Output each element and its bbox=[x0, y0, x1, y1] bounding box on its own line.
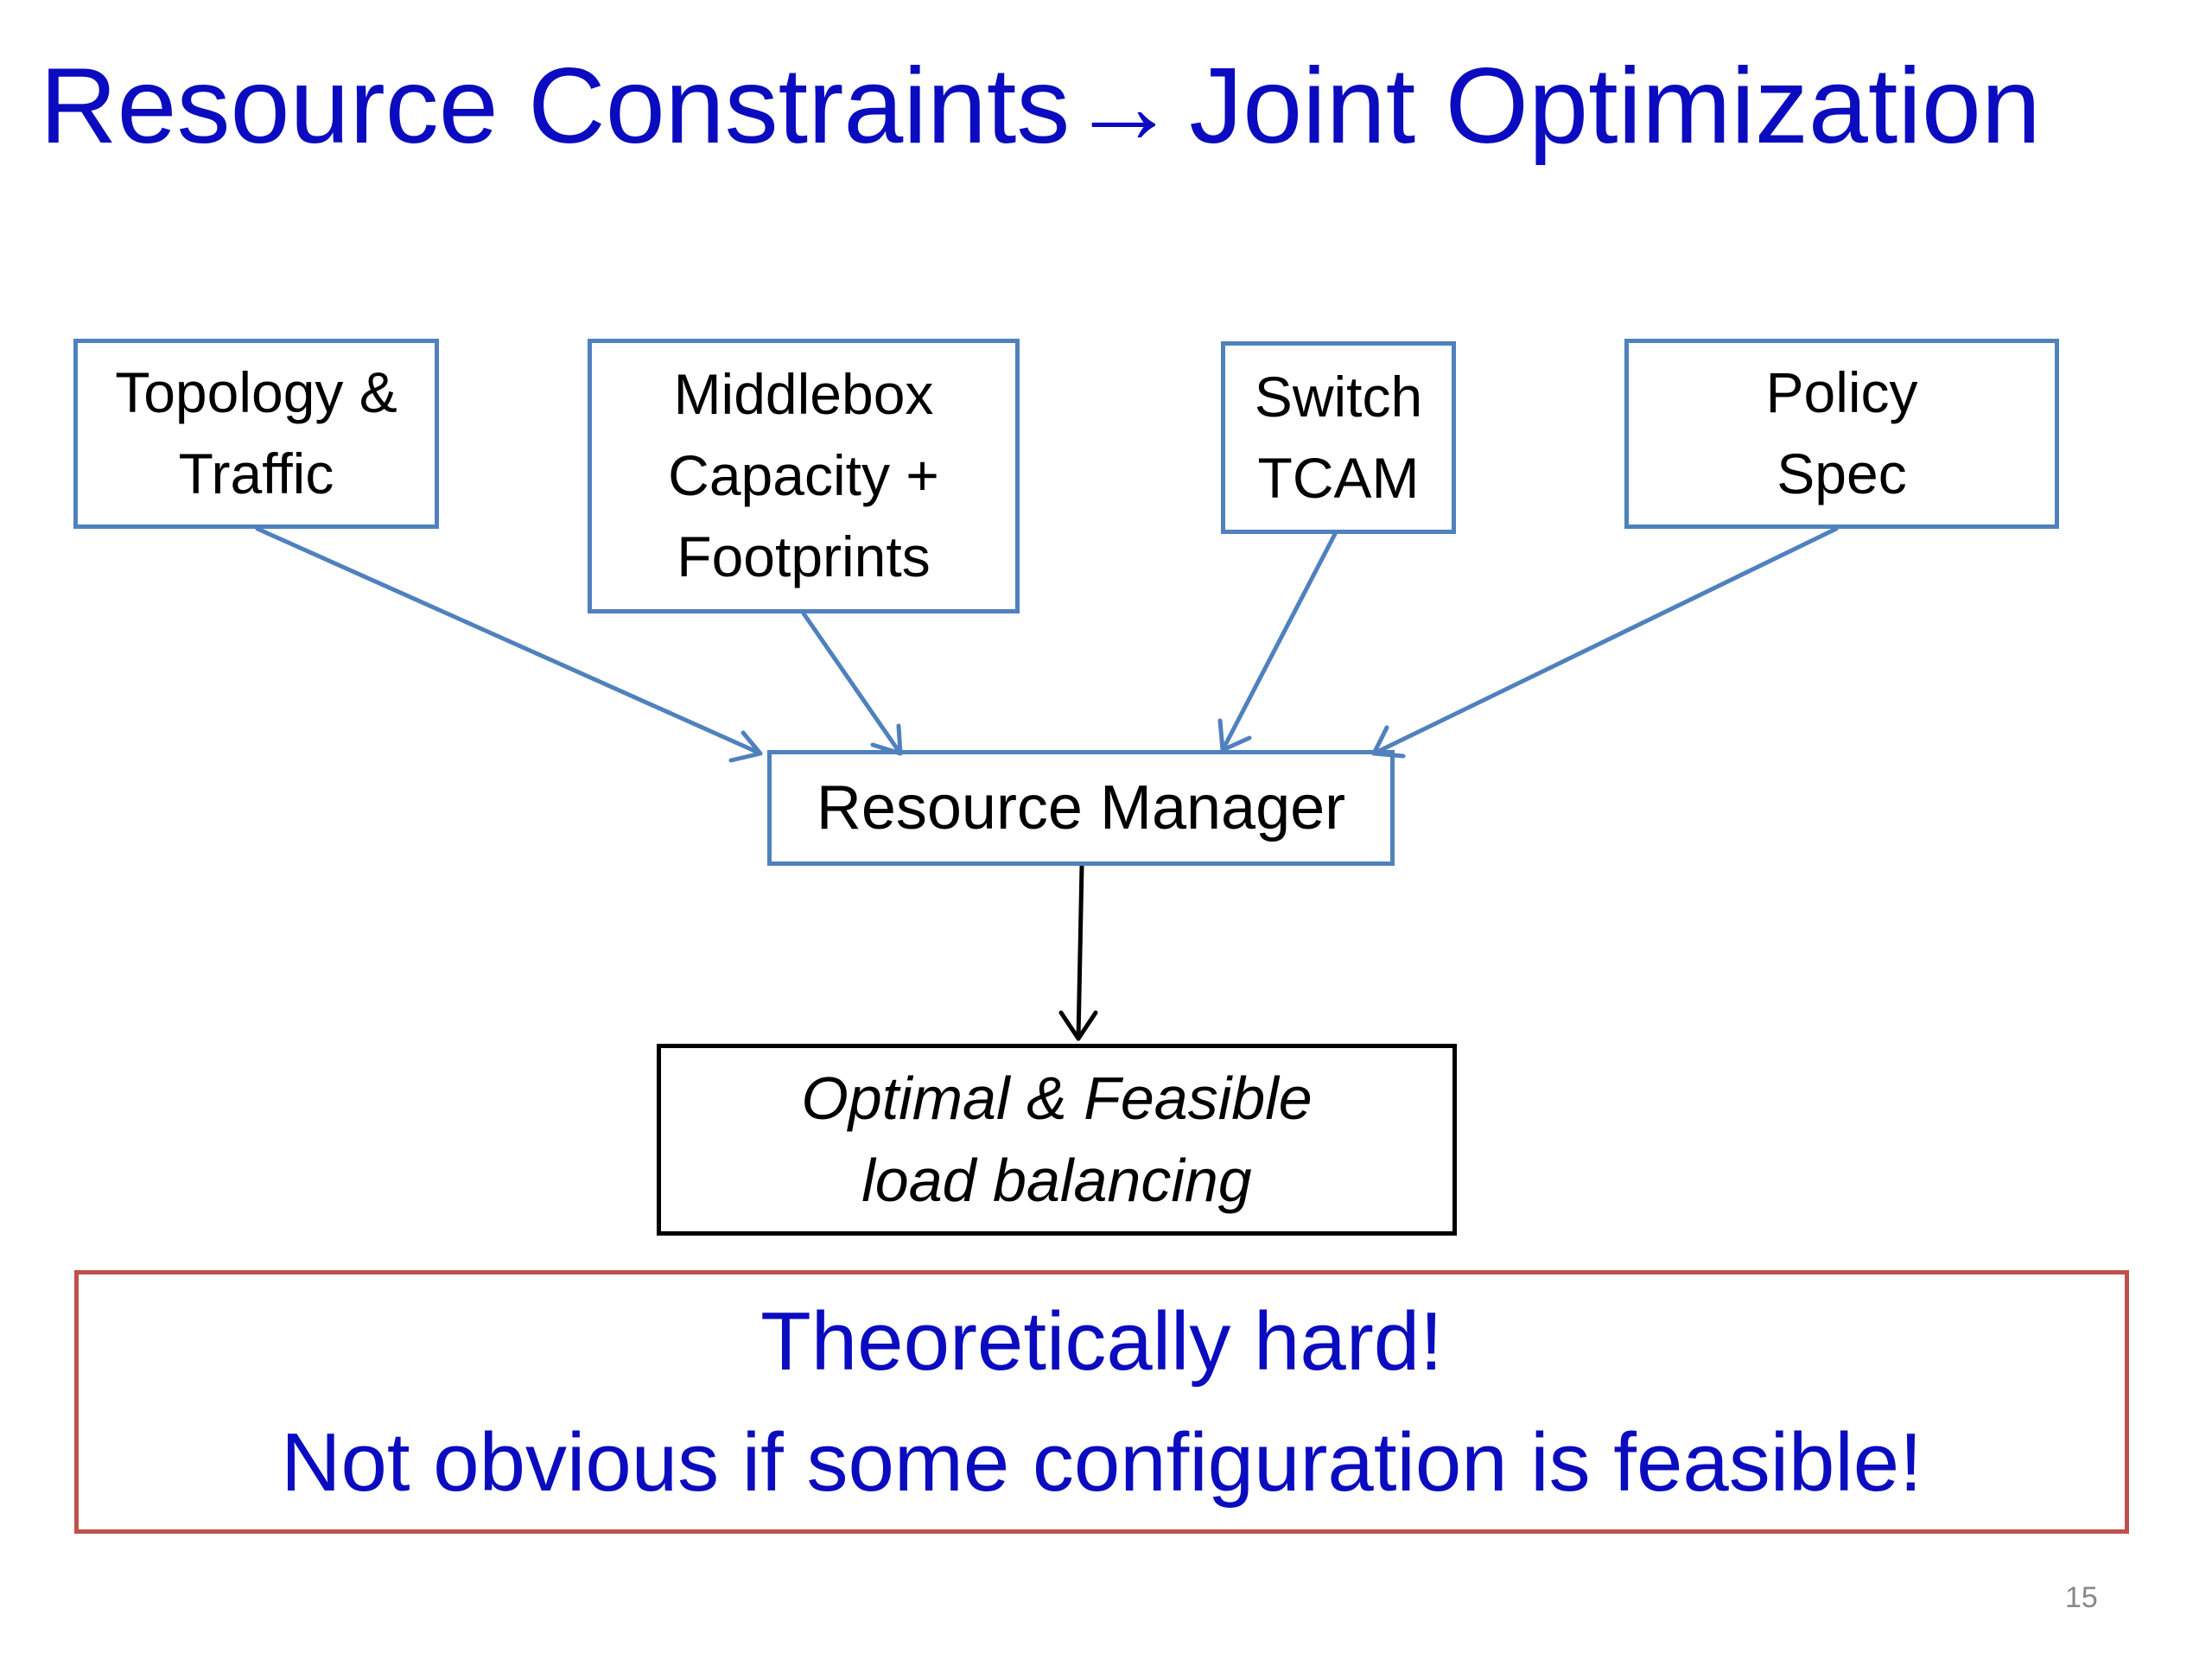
arrow-switch-to-manager bbox=[1220, 531, 1338, 753]
slide-title: Resource Constraints→Joint Optimization bbox=[40, 45, 2041, 168]
input-middlebox-capacity: Middlebox Capacity + Footprints bbox=[588, 339, 1020, 613]
input-policy-line2: Spec bbox=[1777, 442, 1907, 505]
arrow-policy-to-manager bbox=[1371, 526, 1839, 756]
arrowhead-switch bbox=[1217, 718, 1252, 753]
input-topology-line1: Topology & bbox=[115, 360, 397, 425]
slide-number: 15 bbox=[2065, 1581, 2098, 1614]
resource-manager-box: Resource Manager bbox=[767, 750, 1395, 866]
output-box: Optimal & Feasible load balancing bbox=[657, 1044, 1457, 1236]
arrowhead-output bbox=[1058, 1010, 1098, 1041]
resource-manager-label: Resource Manager bbox=[816, 772, 1346, 842]
arrow-middlebox-to-manager bbox=[801, 611, 903, 756]
title-arrow-icon: → bbox=[1070, 47, 1178, 166]
title-right: Joint Optimization bbox=[1189, 47, 2041, 166]
callout-line1: Theoretically hard! bbox=[760, 1295, 1443, 1389]
input-switch-line1: Switch bbox=[1254, 364, 1423, 429]
input-topology-traffic: Topology & Traffic bbox=[73, 339, 439, 529]
arrowhead-topology bbox=[728, 730, 763, 763]
input-switch-line2: TCAM bbox=[1257, 445, 1420, 510]
input-middlebox-line1: Middlebox bbox=[673, 362, 934, 427]
input-policy-spec: Policy Spec bbox=[1624, 339, 2059, 529]
arrow-manager-to-output bbox=[1076, 863, 1084, 1041]
input-middlebox-line3: Footprints bbox=[677, 524, 931, 588]
callout-line2: Not obvious if some configuration is fea… bbox=[281, 1415, 1923, 1509]
hardness-callout: Theoretically hard! Not obvious if some … bbox=[74, 1270, 2129, 1534]
title-left: Resource Constraints bbox=[40, 47, 1071, 166]
output-line1: Optimal & Feasible bbox=[801, 1064, 1313, 1132]
input-policy-line1: Policy bbox=[1765, 360, 1918, 425]
output-line2: load balancing bbox=[861, 1147, 1252, 1214]
input-switch-tcam: Switch TCAM bbox=[1221, 341, 1456, 534]
input-middlebox-line2: Capacity + bbox=[668, 443, 939, 508]
input-topology-line2: Traffic bbox=[178, 442, 334, 505]
